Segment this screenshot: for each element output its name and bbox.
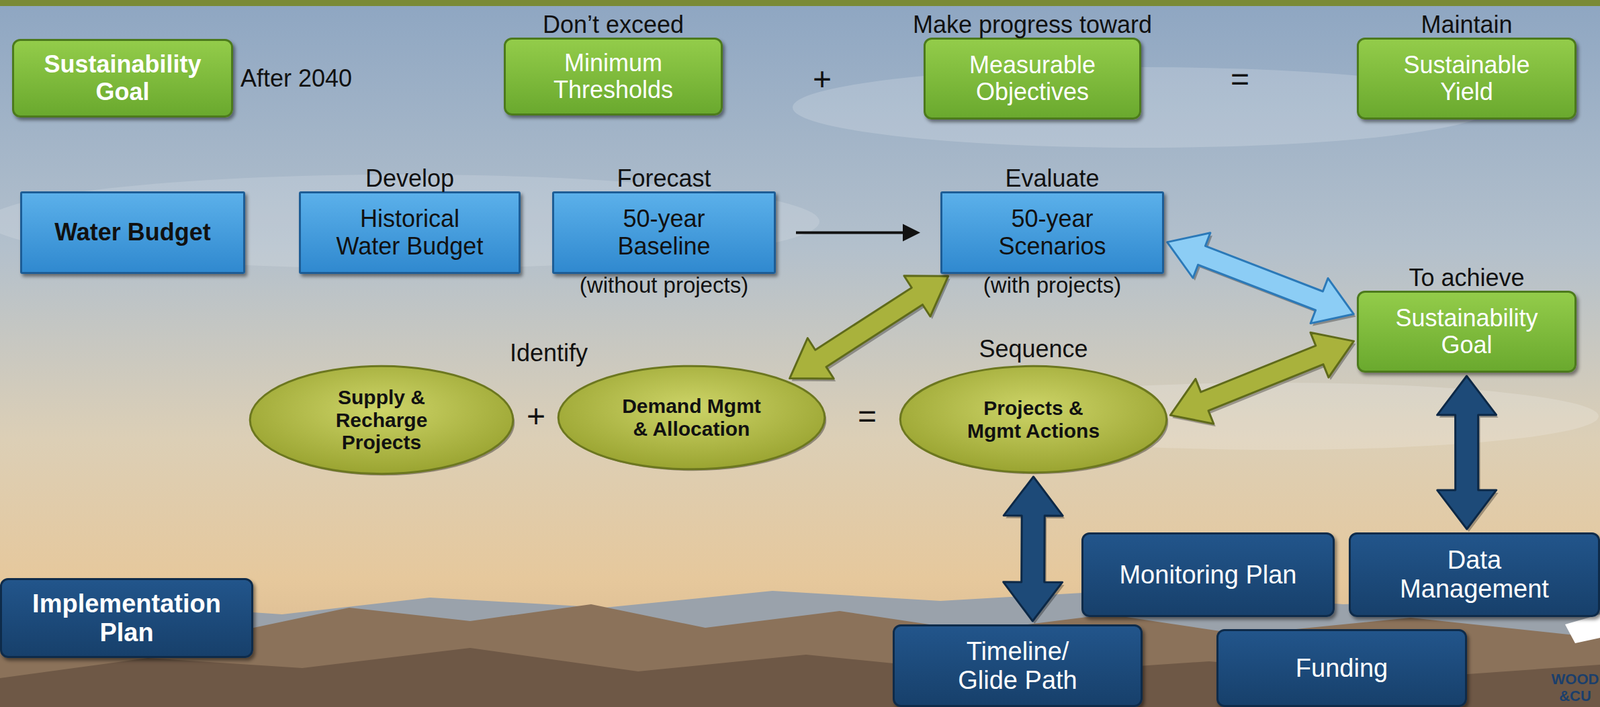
goal-box: To achieveSustainability Goal — [1356, 290, 1577, 373]
box-text: Minimum Thresholds — [525, 49, 701, 105]
box-heading: Make progress toward — [912, 11, 1152, 39]
note-text: Identify — [509, 339, 588, 367]
box-heading: Develop — [365, 165, 455, 193]
project-ellipse: Demand Mgmt & Allocation — [556, 364, 827, 472]
ellipse-outline — [558, 366, 825, 470]
block-arrow — [789, 276, 951, 382]
box-heading: Don’t exceed — [542, 11, 684, 39]
goal-box: Make progress towardMeasurable Objective… — [923, 37, 1142, 120]
operator: + — [526, 398, 546, 435]
plan-box: Monitoring Plan — [1081, 532, 1335, 618]
box-heading: Forecast — [616, 165, 711, 193]
plan-box: Timeline/ Glide Path — [892, 624, 1143, 707]
budget-box: Forecast50-year Baseline(without project… — [552, 191, 776, 275]
box-text: Supply & Recharge Projects — [324, 386, 439, 455]
arrow-body — [1437, 376, 1497, 530]
goal-box: MaintainSustainable Yield — [1356, 37, 1577, 120]
box-heading: Evaluate — [1004, 165, 1099, 193]
box-text: Measurable Objectives — [945, 51, 1120, 107]
box-heading: To achieve — [1408, 264, 1525, 292]
budget-box: Evaluate50-year Scenarios(with projects) — [940, 191, 1165, 275]
box-text: Implementation Plan — [22, 589, 232, 647]
arrow-body — [1170, 332, 1354, 424]
budget-box: Water Budget — [20, 191, 246, 275]
box-heading: Sequence — [978, 335, 1088, 363]
box-text: Timeline/ Glide Path — [948, 637, 1087, 695]
box-note: (with projects) — [983, 273, 1122, 299]
box-text: 50-year Scenarios — [972, 205, 1132, 260]
operator: = — [1230, 61, 1250, 98]
project-ellipse: Supply & Recharge Projects — [247, 364, 516, 477]
note-text: After 2040 — [240, 65, 352, 93]
box-text: Sustainability Goal — [34, 51, 211, 106]
ellipse-outline — [900, 366, 1167, 473]
box-text: Monitoring Plan — [1119, 560, 1297, 590]
box-text: 50-year Baseline — [584, 205, 744, 260]
logo-mark — [1565, 614, 1600, 644]
operator: + — [812, 61, 832, 98]
plan-box: Data Management — [1348, 532, 1600, 618]
plan-box: Funding — [1216, 629, 1468, 707]
logo-text: WOOD — [1551, 671, 1600, 688]
top-bar — [0, 0, 1600, 7]
arrow-head — [902, 224, 921, 242]
block-arrow — [1437, 376, 1499, 532]
box-text: Sustainable Yield — [1379, 51, 1555, 107]
box-heading: Maintain — [1420, 11, 1513, 39]
project-ellipse: SequenceProjects & Mgmt Actions — [898, 364, 1169, 475]
arrow-body — [789, 276, 949, 379]
box-text: Sustainability Goal — [1379, 304, 1555, 360]
arrow-line — [795, 231, 903, 235]
block-arrow — [1003, 476, 1066, 625]
box-text: Historical Water Budget — [331, 205, 489, 260]
box-text: Projects & Mgmt Actions — [958, 396, 1109, 442]
box-text: Funding — [1295, 654, 1388, 684]
goal-box: Sustainability Goal — [12, 38, 234, 118]
plan-box: Implementation Plan — [0, 578, 254, 659]
box-text: Data Management — [1384, 546, 1565, 604]
logo-text: &CU — [1559, 688, 1592, 705]
box-text: Demand Mgmt & Allocation — [616, 394, 767, 440]
box-note: (without projects) — [579, 273, 749, 299]
goal-box: Don’t exceedMinimum Thresholds — [503, 37, 723, 116]
block-arrow — [1167, 233, 1357, 327]
arrow-body — [1167, 233, 1355, 324]
arrow-body — [1003, 476, 1064, 622]
box-text: Water Budget — [54, 218, 211, 246]
ellipse-outline — [249, 366, 514, 474]
operator: = — [857, 398, 877, 435]
block-arrow — [1170, 332, 1356, 427]
budget-box: DevelopHistorical Water Budget — [298, 191, 521, 275]
flow-arrow — [795, 224, 921, 242]
